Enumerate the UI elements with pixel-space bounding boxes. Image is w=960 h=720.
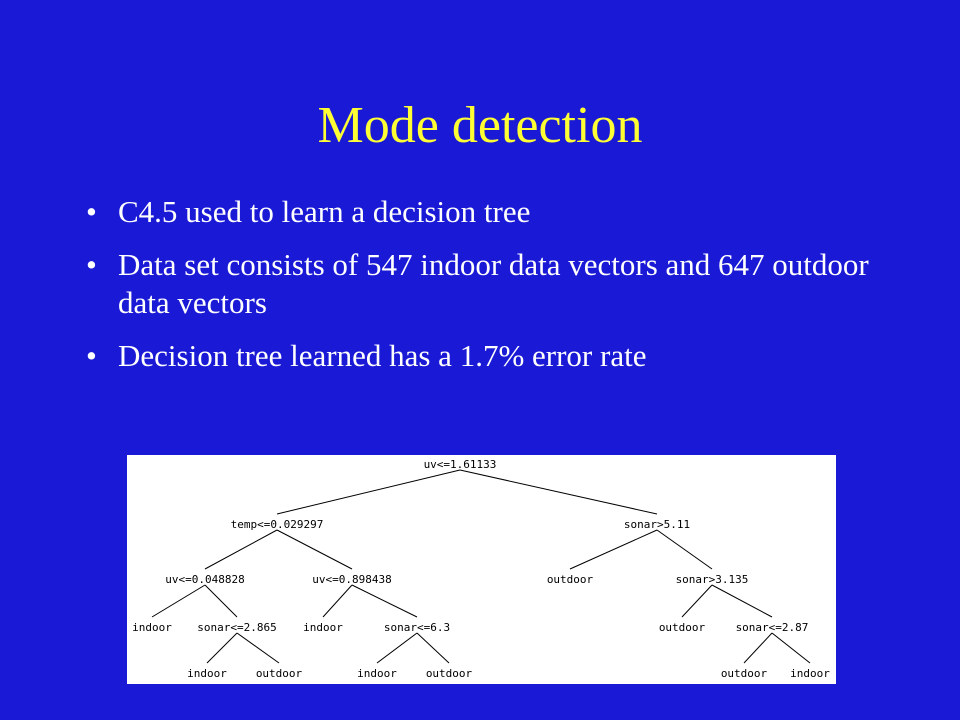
tree-edge — [236, 632, 280, 664]
tree-edge — [204, 584, 238, 618]
tree-node-label: uv<=0.898438 — [312, 573, 391, 586]
tree-edge — [771, 632, 811, 664]
tree-edge — [569, 529, 658, 570]
tree-edge — [416, 632, 450, 664]
tree-edge — [206, 632, 238, 664]
tree-node-label: outdoor — [659, 621, 706, 634]
tree-edge — [459, 469, 658, 515]
slide-title: Mode detection — [317, 97, 643, 154]
tree-nodes: uv<=1.61133 temp<=0.029297 sonar>5.11 uv<=0… — [132, 458, 830, 680]
tree-node-label: sonar>3.135 — [676, 573, 749, 586]
tree-edge — [322, 584, 353, 618]
tree-edge — [376, 632, 418, 664]
tree-node-label: sonar<=2.865 — [197, 621, 276, 634]
tree-edge — [656, 529, 713, 570]
tree-edge — [681, 584, 713, 618]
tree-node-label: uv<=0.048828 — [165, 573, 244, 586]
tree-edge — [351, 584, 418, 618]
tree-edges — [151, 469, 811, 664]
tree-node-label: outdoor — [256, 667, 303, 680]
tree-node-label: sonar<=6.3 — [384, 621, 450, 634]
tree-edge — [743, 632, 773, 664]
tree-node-label: indoor — [303, 621, 343, 634]
bullet-item: C4.5 used to learn a decision tree — [80, 193, 880, 231]
tree-node-label: sonar>5.11 — [624, 518, 690, 531]
tree-edge — [204, 529, 278, 570]
tree-node-label: indoor — [790, 667, 830, 680]
tree-node-label: temp<=0.029297 — [231, 518, 324, 531]
tree-edge — [276, 529, 353, 570]
tree-node-label: indoor — [357, 667, 397, 680]
tree-node-label: sonar<=2.87 — [736, 621, 809, 634]
decision-tree-figure: uv<=1.61133 temp<=0.029297 sonar>5.11 uv<=0… — [127, 455, 836, 684]
tree-edge — [151, 584, 206, 618]
tree-node-label: outdoor — [721, 667, 768, 680]
tree-node-label: uv<=1.61133 — [424, 458, 497, 471]
tree-node-label: outdoor — [547, 573, 594, 586]
tree-node-label: outdoor — [426, 667, 473, 680]
tree-node-label: indoor — [187, 667, 227, 680]
decision-tree-diagram: uv<=1.61133 temp<=0.029297 sonar>5.11 uv<=0… — [132, 458, 830, 680]
bullet-item: Data set consists of 547 indoor data vec… — [80, 246, 880, 322]
tree-edge — [711, 584, 773, 618]
tree-node-label: indoor — [132, 621, 172, 634]
bullet-list: C4.5 used to learn a decision tree Data … — [80, 193, 880, 390]
tree-edge — [276, 469, 461, 515]
bullet-item: Decision tree learned has a 1.7% error r… — [80, 337, 880, 375]
